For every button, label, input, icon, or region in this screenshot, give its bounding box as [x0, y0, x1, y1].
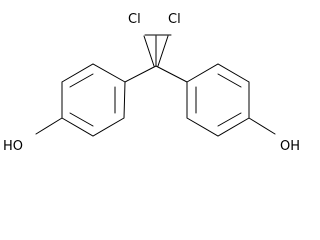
left-ring-inner-bond-3	[69, 112, 94, 127]
left-hydroxyl-bond	[35, 117, 63, 135]
central-to-left-ring-bond	[124, 65, 157, 83]
chlorine-label-left: Cl	[128, 12, 141, 27]
structure-svg: Cl Cl HO OH	[3, 12, 300, 154]
vinyl-double-bond	[157, 35, 169, 67]
right-ring-inner-bond-3	[217, 112, 242, 127]
central-to-right-ring-bond	[155, 65, 188, 83]
right-ring-inner-bond-2	[217, 73, 242, 88]
left-benzene-ring	[61, 63, 126, 137]
vinyl-side-bond	[143, 35, 155, 67]
hydroxyl-label-left: HO	[3, 139, 23, 154]
right-hydroxyl-bond	[248, 117, 276, 135]
chemical-structure-diagram: Cl Cl HO OH	[3, 12, 301, 154]
left-ring-inner-bond-2	[69, 73, 94, 88]
chlorine-label-right: Cl	[168, 12, 181, 27]
hydroxyl-label-right: OH	[280, 139, 300, 154]
